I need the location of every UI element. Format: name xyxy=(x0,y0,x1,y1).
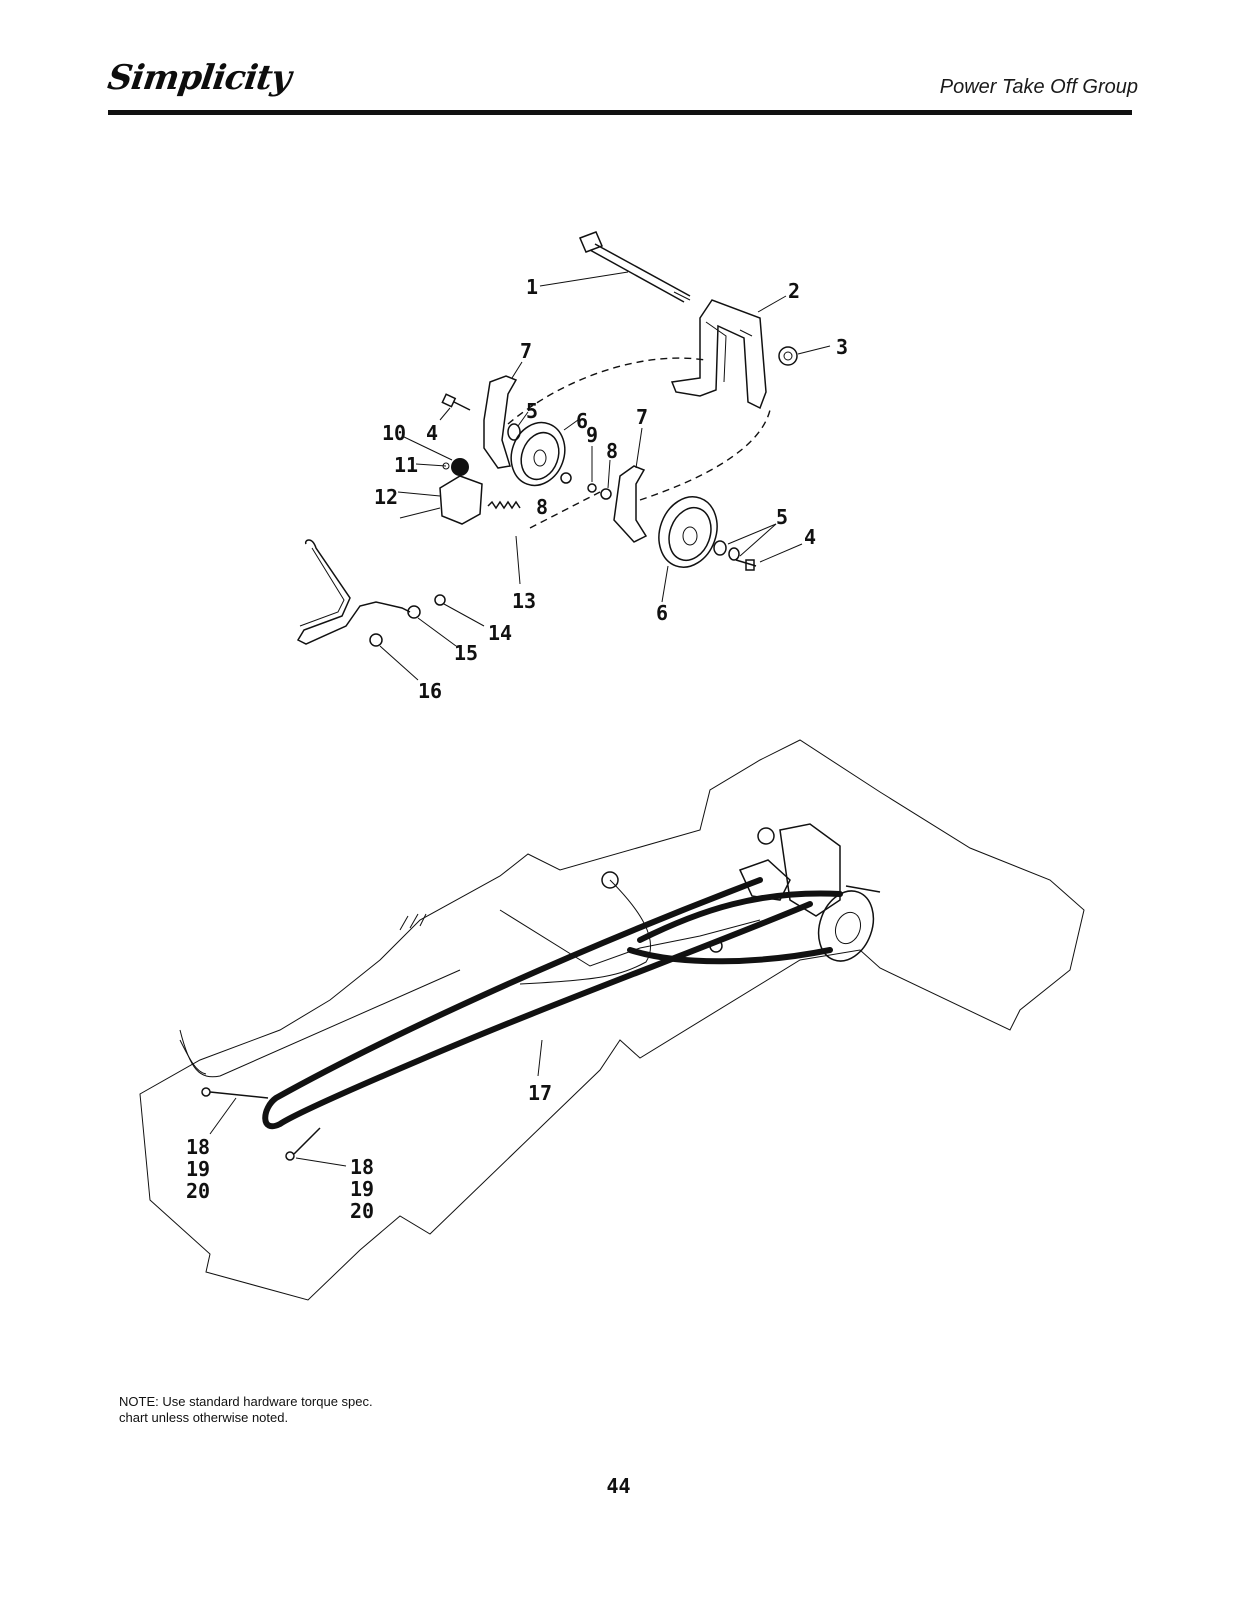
callout-8: 8 xyxy=(606,439,618,463)
part-14-16-rod xyxy=(296,539,485,681)
callout-2: 2 xyxy=(788,279,800,303)
part-3-nut xyxy=(778,345,831,366)
callout-labels: 1 2 3 7 5 6 9 7 8 4 10 11 12 8 5 4 13 6 … xyxy=(186,275,848,1223)
callout-4: 4 xyxy=(804,525,816,549)
hardware-note: NOTE: Use standard hardware torque spec.… xyxy=(119,1394,373,1425)
part-7-right-arm xyxy=(613,427,648,543)
callout-3: 3 xyxy=(836,335,848,359)
tractor-frame-view xyxy=(139,739,1085,1301)
header-rule xyxy=(108,110,1132,115)
assembly-path-lower xyxy=(529,491,601,529)
part-17-belt xyxy=(262,877,813,1130)
page-number: 44 xyxy=(606,1474,631,1498)
callout-18: 18 xyxy=(350,1155,374,1179)
callout-15: 15 xyxy=(454,641,478,665)
part-13-spring xyxy=(487,500,521,585)
callout-17: 17 xyxy=(528,1081,552,1105)
part-6-left-pulley xyxy=(510,419,579,487)
callout-6: 6 xyxy=(656,601,668,625)
part-6-right-pulley xyxy=(658,496,718,603)
callout-13: 13 xyxy=(512,589,536,613)
callout-6: 6 xyxy=(576,409,588,433)
callout-14: 14 xyxy=(488,621,512,645)
part-8-9-washers xyxy=(560,446,612,500)
callout-16: 16 xyxy=(418,679,442,703)
part-5-bushing-upper xyxy=(507,411,529,441)
part-12-bracket-block xyxy=(397,475,483,525)
callout-7: 7 xyxy=(636,405,648,429)
part-10-11-knob xyxy=(401,435,469,476)
callout-8: 8 xyxy=(536,495,548,519)
frame-outline xyxy=(139,739,1085,1301)
part-4-bolt-upper xyxy=(439,393,471,421)
part-1-bolt xyxy=(539,231,691,303)
assembly-path-upper xyxy=(507,357,706,425)
pins-18-20 xyxy=(201,1087,347,1167)
page-header: Simplicity Power Take Off Group xyxy=(105,56,1138,120)
callout-19: 19 xyxy=(350,1177,374,1201)
callout-20: 20 xyxy=(350,1199,374,1223)
callout-19: 19 xyxy=(186,1157,210,1181)
assembly-path-right xyxy=(639,409,771,501)
callout-10: 10 xyxy=(382,421,406,445)
callout-5: 5 xyxy=(776,505,788,529)
callout-1: 1 xyxy=(526,275,538,299)
part-7-left-arm xyxy=(483,361,523,469)
part-5-4-hardware-right xyxy=(713,523,803,571)
section-title: Power Take Off Group xyxy=(939,76,1138,98)
part-2-bracket xyxy=(670,295,787,410)
callout-7: 7 xyxy=(520,339,532,363)
drive-pulley xyxy=(817,890,875,962)
callout-5: 5 xyxy=(526,399,538,423)
exploded-view xyxy=(296,231,831,681)
callout-12: 12 xyxy=(374,485,398,509)
callout-18: 18 xyxy=(186,1135,210,1159)
callout-20: 20 xyxy=(186,1179,210,1203)
callout-4: 4 xyxy=(426,421,438,445)
callout-9: 9 xyxy=(586,423,598,447)
callout-11: 11 xyxy=(394,453,418,477)
